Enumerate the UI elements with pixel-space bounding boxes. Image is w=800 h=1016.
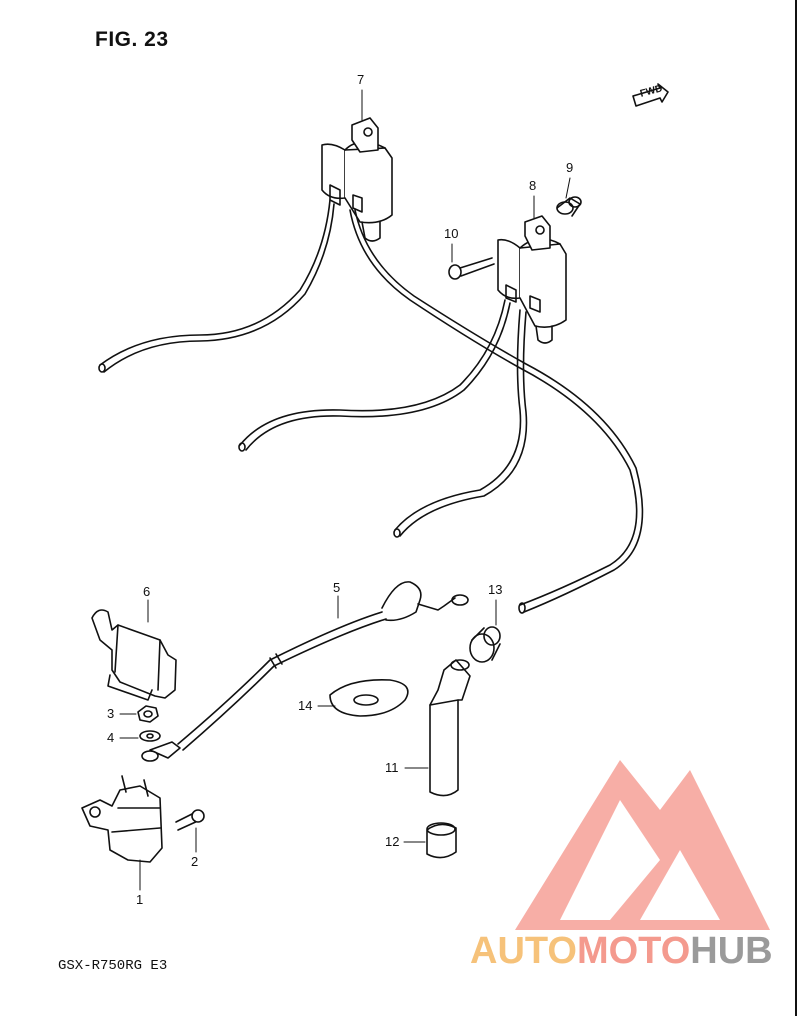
washer-4 [139, 730, 161, 742]
gasket-14 [329, 678, 409, 717]
plug-cap-11 [429, 659, 471, 797]
figure-title: FIG. 23 [95, 28, 169, 51]
watermark-part-moto: MOTO [576, 930, 691, 972]
lead-wire-5 [141, 581, 469, 762]
ht-leads-coil-7 [98, 199, 644, 614]
leader-lines [119, 89, 571, 891]
ignition-coil-8 [497, 215, 567, 344]
ht-leads-coil-8 [238, 299, 528, 538]
callout-6: 6 [143, 584, 151, 599]
callout-1: 1 [136, 892, 144, 907]
callout-7: 7 [357, 72, 365, 87]
nut-3 [137, 705, 159, 723]
callout-9: 9 [566, 160, 574, 175]
callout-10: 10 [444, 226, 459, 241]
bolt-2 [175, 809, 205, 831]
ignition-coil-7 [321, 117, 393, 242]
cap-9 [556, 196, 582, 217]
callout-8: 8 [529, 178, 537, 193]
relay-1 [81, 775, 163, 863]
callout-14: 14 [298, 698, 313, 713]
watermark-logo-icon [515, 760, 770, 930]
watermark-text: AUTOMOTOHUB [470, 930, 773, 973]
callout-2: 2 [191, 854, 199, 869]
cover-6 [91, 609, 177, 701]
callout-4: 4 [107, 730, 115, 745]
fwd-arrow-icon [632, 83, 669, 107]
callout-12: 12 [385, 834, 400, 849]
watermark-part-auto: AUTO [470, 930, 577, 972]
callout-11: 11 [385, 760, 399, 775]
watermark-part-hub: HUB [690, 930, 773, 972]
screw-10 [448, 257, 495, 280]
callout-13: 13 [488, 582, 503, 597]
cap-12 [426, 822, 457, 859]
callout-5: 5 [333, 580, 341, 595]
grommet-13 [469, 626, 501, 663]
page-edge-rule [795, 0, 797, 1016]
model-code: GSX-R750RG E3 [58, 958, 168, 974]
callout-3: 3 [107, 706, 115, 721]
